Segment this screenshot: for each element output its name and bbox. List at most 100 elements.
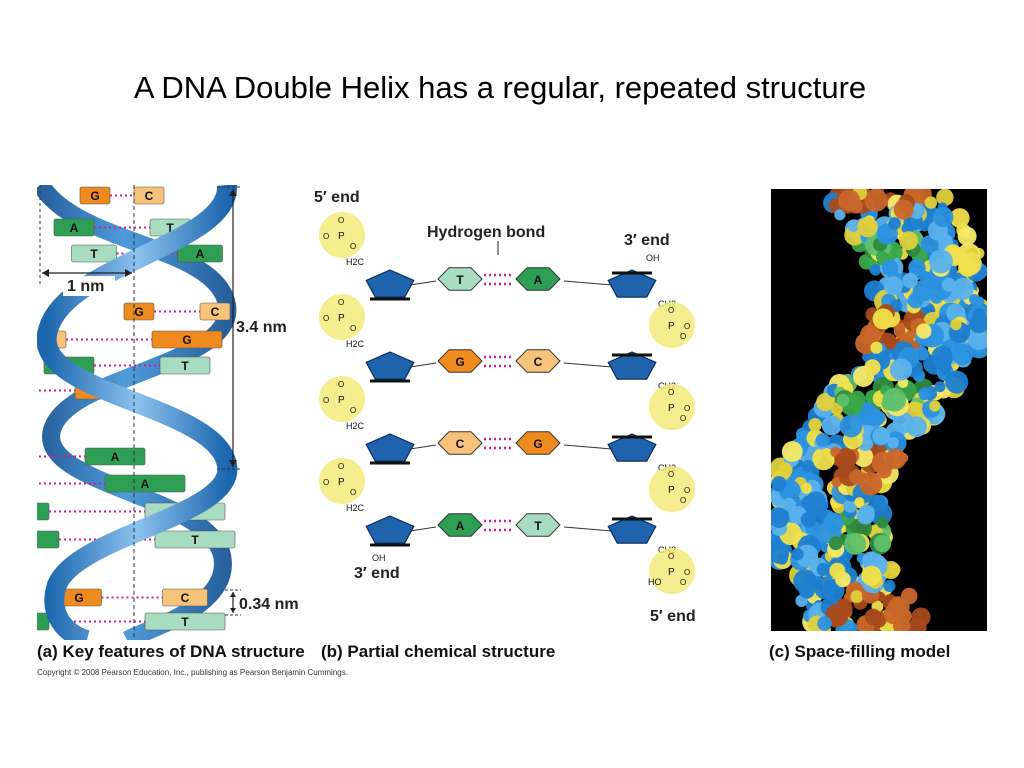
h2c-label: H2C <box>346 503 365 513</box>
base-letter: A <box>196 247 205 261</box>
oxygen-label: O <box>323 232 329 241</box>
oxygen-label: O <box>684 322 690 331</box>
step-label: 0.34 nm <box>239 596 299 613</box>
base-letter: C <box>211 305 220 319</box>
base-letter: C <box>534 355 543 369</box>
phosphorus-label: P <box>338 395 345 406</box>
phosphorus-label: P <box>338 477 345 488</box>
sugar-left <box>366 270 414 297</box>
nucleotide-row: H2CCH2TA <box>346 257 676 309</box>
sugar-left <box>366 434 414 461</box>
oxygen-label: O <box>680 332 686 341</box>
sugar-left <box>366 352 414 379</box>
oxygen-label: O <box>668 470 674 479</box>
h2c-label: H2C <box>346 257 365 267</box>
base-letter: G <box>90 189 99 203</box>
oxygen-label: O <box>350 488 356 497</box>
oxygen-label: O <box>338 298 344 307</box>
caption-b: (b) Partial chemical structure <box>321 642 555 662</box>
h2c-label: H2C <box>346 339 365 349</box>
oxygen-label: O <box>323 396 329 405</box>
base-left <box>37 531 59 548</box>
oxygen-label: O <box>323 478 329 487</box>
base-letter: T <box>181 615 189 629</box>
base-pair: CG <box>37 331 222 348</box>
oxygen-label: O <box>668 552 674 561</box>
phosphorus-label: P <box>668 485 675 496</box>
oxygen-label: O <box>684 568 690 577</box>
base-letter: T <box>534 519 542 533</box>
base-letter: G <box>533 437 542 451</box>
base-letter: C <box>456 437 465 451</box>
base-letter: C <box>145 189 154 203</box>
base-letter: A <box>70 221 79 235</box>
three-prime-bottom: 3′ end <box>354 565 400 582</box>
oxygen-label: O <box>350 406 356 415</box>
oxygen-label: O <box>668 306 674 315</box>
base-letter: G <box>455 355 464 369</box>
ho-label: HO <box>648 577 662 587</box>
oxygen-label: O <box>684 486 690 495</box>
oxygen-label: O <box>350 242 356 251</box>
oh-top: OH <box>646 253 660 263</box>
sugar-left <box>366 516 414 543</box>
oxygen-label: O <box>338 216 344 225</box>
oxygen-label: O <box>680 414 686 423</box>
nucleotide-row: H2CCH2CG <box>346 421 676 473</box>
oxygen-label: O <box>338 462 344 471</box>
base-letter: A <box>456 519 465 533</box>
caption-c: (c) Space-filling model <box>769 642 950 662</box>
three-prime-top: 3′ end <box>624 232 670 249</box>
oxygen-label: O <box>350 324 356 333</box>
chemical-structure-diagram: 5′ end Hydrogen bond 3′ end OH H2CCH2TAP… <box>312 183 712 633</box>
base-pair: TA <box>37 475 185 492</box>
oxygen-label: O <box>680 496 686 505</box>
copyright: Copyright © 2008 Pearson Education, Inc.… <box>37 668 348 677</box>
base-letter: T <box>90 247 98 261</box>
phosphorus-label: P <box>668 321 675 332</box>
caption-a: (a) Key features of DNA structure <box>37 642 305 662</box>
hbond-label: Hydrogen bond <box>427 224 545 241</box>
phosphorus-label: P <box>668 403 675 414</box>
base-letter: A <box>111 450 120 464</box>
base-letter: T <box>181 359 189 373</box>
oxygen-label: O <box>680 578 686 587</box>
base-letter: G <box>182 333 191 347</box>
nucleotide-row: H2CCH2AT <box>346 503 676 555</box>
helix-diagram: GCATTAGCCGATCGTATAATATGCAT 1 nm 3.4 nm 0… <box>37 185 307 640</box>
five-prime-top: 5′ end <box>314 189 360 206</box>
oxygen-label: O <box>338 380 344 389</box>
base-letter: A <box>141 477 150 491</box>
phosphorus-label: P <box>338 313 345 324</box>
base-letter: A <box>534 273 543 287</box>
oxygen-label: O <box>668 388 674 397</box>
phosphorus-label: P <box>668 567 675 578</box>
h2c-label: H2C <box>346 421 365 431</box>
base-letter: T <box>191 533 199 547</box>
oxygen-label: O <box>684 404 690 413</box>
width-label: 1 nm <box>67 278 104 295</box>
base-letter: G <box>134 305 143 319</box>
slide-title: A DNA Double Helix has a regular, repeat… <box>0 70 1000 106</box>
oh-bottom: OH <box>372 553 386 563</box>
five-prime-bottom: 5′ end <box>650 608 696 625</box>
nucleotide-row: H2CCH2GC <box>346 339 676 391</box>
base-letter: T <box>456 273 464 287</box>
base-letter: C <box>181 591 190 605</box>
phosphorus-label: P <box>338 231 345 242</box>
turn-label: 3.4 nm <box>236 319 287 336</box>
space-filling-model <box>771 189 987 631</box>
oxygen-label: O <box>323 314 329 323</box>
